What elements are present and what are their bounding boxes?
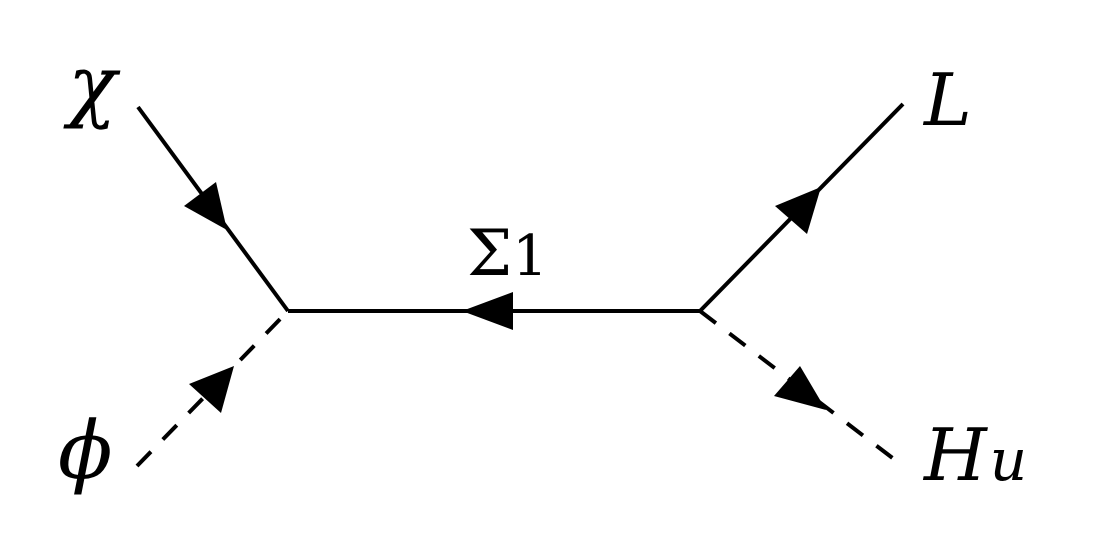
lepton-label: L <box>922 58 972 142</box>
phi-label: ϕ <box>58 404 113 497</box>
sigma-symbol: Σ <box>467 217 512 291</box>
sigma-propagator-arrow <box>462 292 513 330</box>
sigma-label: Σ1 <box>467 217 548 291</box>
higgs-line-arrow <box>774 366 826 410</box>
higgs-symbol: H <box>922 413 988 497</box>
higgs-subscript: u <box>990 426 1027 494</box>
sigma-subscript: 1 <box>512 224 548 289</box>
phi-line-arrow <box>189 366 234 413</box>
lepton-line-arrow <box>775 187 821 234</box>
chi-label: χ <box>63 38 121 131</box>
chi-line-arrow <box>184 182 227 230</box>
higgs-label: Hu <box>922 413 1027 497</box>
